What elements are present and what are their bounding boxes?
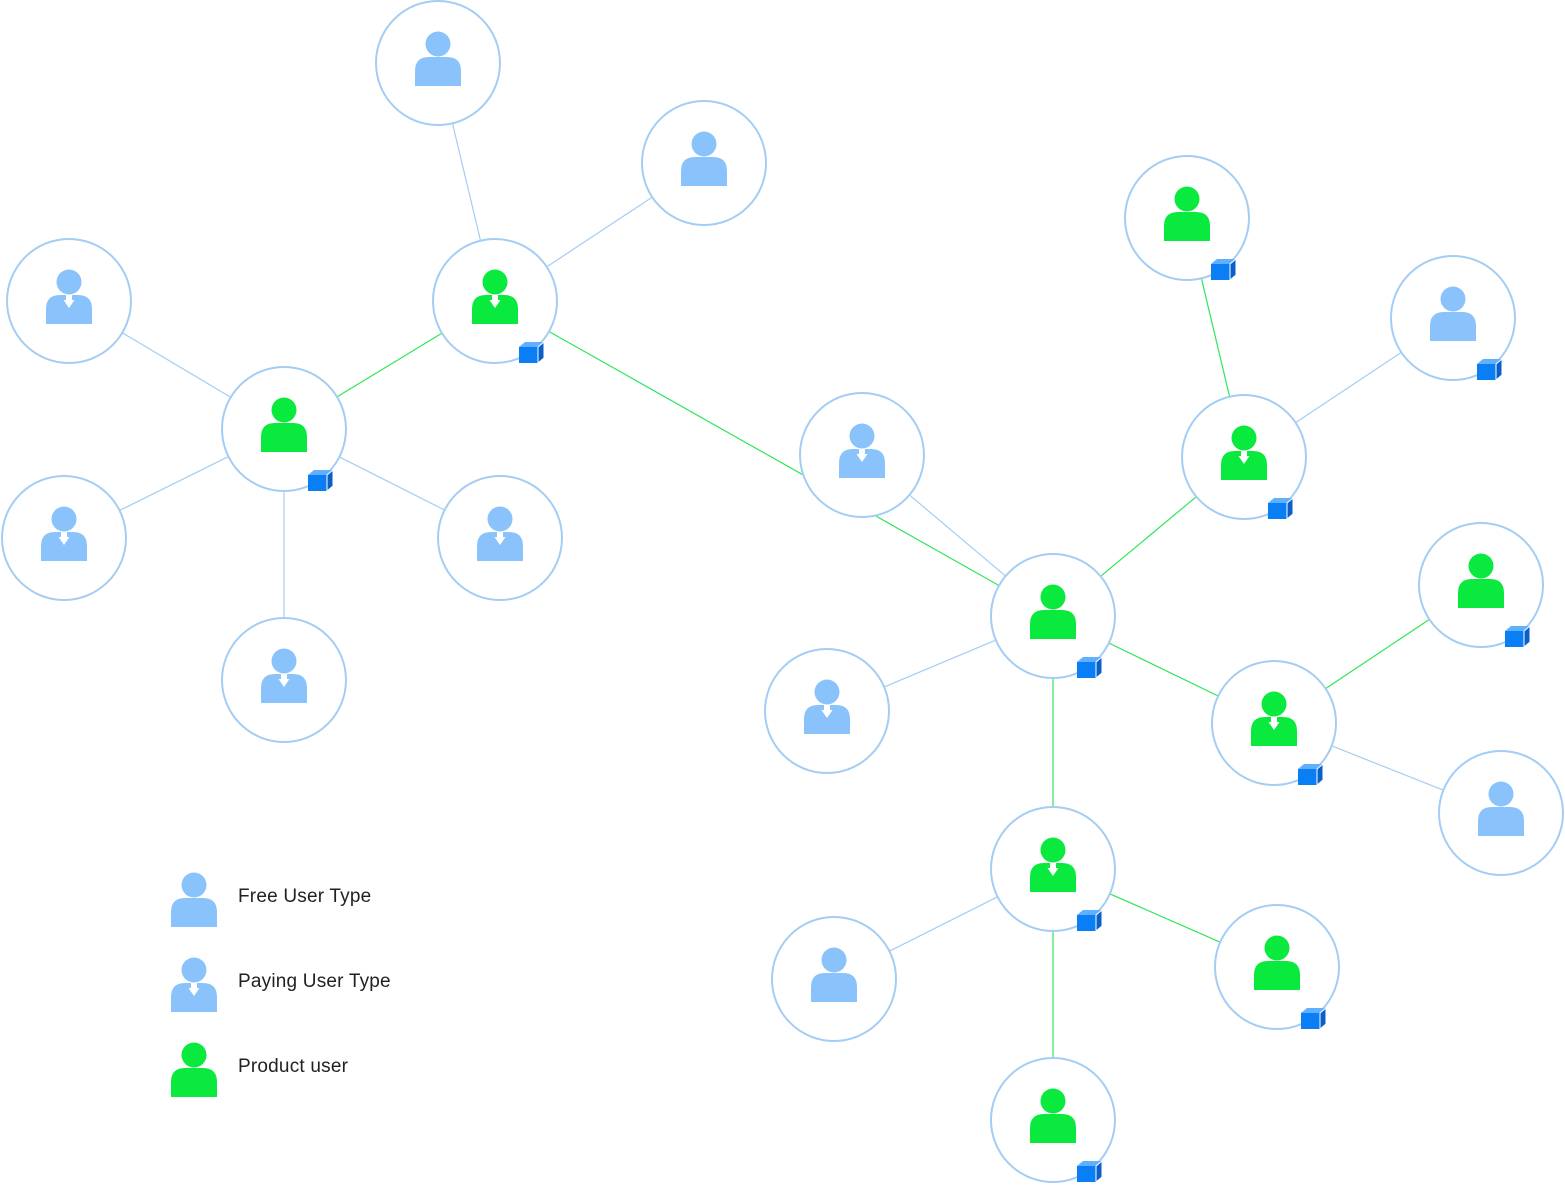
user-node-n9[interactable] (1124, 155, 1250, 281)
user-node-n17[interactable] (1438, 750, 1564, 876)
paying-user-icon (839, 423, 885, 478)
user-node-n21[interactable] (990, 1057, 1116, 1183)
user-node-n7[interactable] (437, 475, 563, 601)
user-node-n15[interactable] (764, 648, 890, 774)
legend-free-user-label: Free User Type (238, 886, 372, 907)
edge-n1-n4 (451, 123, 482, 241)
user-node-n14[interactable] (1418, 522, 1544, 648)
edge-n19-n18 (889, 896, 998, 952)
free-user-icon (415, 31, 461, 86)
product-user-icon (1030, 1088, 1076, 1143)
legend-free-user: Free User Type (166, 868, 486, 928)
edge-n11-n13 (909, 494, 1006, 577)
product-cube-icon (1477, 357, 1503, 381)
user-node-n16[interactable] (1211, 660, 1337, 786)
product-cube-icon (1077, 1159, 1103, 1183)
product-user-icon (1458, 553, 1504, 608)
edge-n16-n17 (1331, 745, 1444, 791)
legend-paying-user: Paying User Type (166, 953, 486, 1013)
product-user-icon (1030, 584, 1076, 639)
edge-n13-n16 (1108, 642, 1219, 697)
legend-paying-user-label: Paying User Type (238, 971, 391, 992)
edges (119, 123, 1444, 1058)
user-node-n13[interactable] (990, 553, 1116, 679)
edge-n4-n13 (548, 330, 1000, 587)
paying-user-icon (477, 506, 523, 561)
user-node-n1[interactable] (375, 0, 501, 126)
free-user-icon (1478, 781, 1524, 836)
user-node-n4[interactable] (432, 238, 558, 364)
product-cube-icon (1298, 762, 1324, 786)
free-user-icon (681, 131, 727, 186)
product-user-icon (1251, 691, 1297, 746)
free-user-icon (811, 947, 857, 1002)
edge-n10-n12 (1295, 351, 1402, 424)
user-node-n5[interactable] (221, 366, 347, 492)
edge-n18-n20 (1109, 893, 1221, 943)
edge-n14-n16 (1325, 618, 1430, 690)
edge-n2-n4 (546, 196, 653, 268)
product-cube-icon (1211, 257, 1237, 281)
user-node-n3[interactable] (6, 238, 132, 364)
edge-n15-n13 (883, 639, 997, 688)
product-cube-icon (1077, 908, 1103, 932)
edge-n4-n5 (336, 332, 443, 398)
edge-n3-n5 (121, 332, 232, 398)
user-node-n11[interactable] (799, 392, 925, 518)
user-node-n2[interactable] (641, 100, 767, 226)
product-user-icon (472, 269, 518, 324)
edge-n6-n5 (119, 455, 229, 512)
paying-user-icon (41, 506, 87, 561)
product-user-icon (261, 397, 307, 452)
paying-user-icon (261, 648, 307, 703)
product-user-icon (1221, 425, 1267, 480)
edge-n9-n12 (1200, 278, 1231, 397)
legend-product-user: Product user (166, 1038, 486, 1098)
free-user-icon (171, 872, 217, 927)
product-user-icon (1030, 837, 1076, 892)
legend-product-user-label: Product user (238, 1056, 349, 1077)
user-node-n10[interactable] (1390, 255, 1516, 381)
product-user-icon (171, 1042, 217, 1097)
user-node-n8[interactable] (221, 617, 347, 743)
edge-n12-n13 (1100, 496, 1197, 577)
product-cube-icon (1077, 655, 1103, 679)
user-node-n19[interactable] (771, 916, 897, 1042)
free-user-icon (1430, 286, 1476, 341)
user-node-n18[interactable] (990, 806, 1116, 932)
user-node-n20[interactable] (1214, 904, 1340, 1030)
product-cube-icon (1301, 1006, 1327, 1030)
product-user-icon (1254, 935, 1300, 990)
product-cube-icon (519, 340, 545, 364)
user-node-n12[interactable] (1181, 394, 1307, 520)
product-cube-icon (1505, 624, 1531, 648)
product-cube-icon (308, 468, 334, 492)
edge-n7-n5 (339, 456, 445, 511)
product-cube-icon (1268, 496, 1294, 520)
paying-user-icon (171, 957, 217, 1012)
product-user-icon (1164, 186, 1210, 241)
user-node-n6[interactable] (1, 475, 127, 601)
paying-user-icon (46, 269, 92, 324)
paying-user-icon (804, 679, 850, 734)
